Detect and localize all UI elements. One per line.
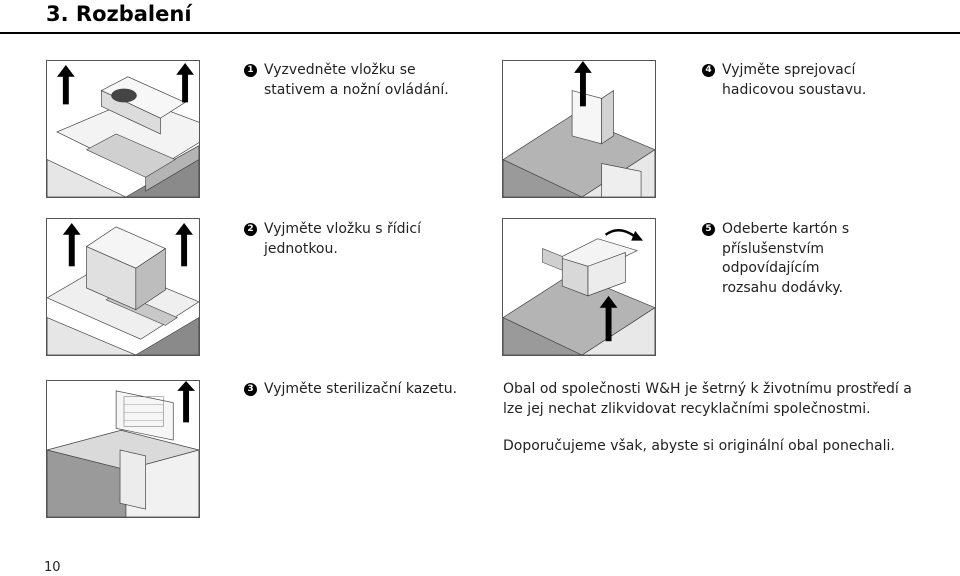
- step-text: Vyjměte sprejovací hadicovou soustavu.: [722, 62, 867, 98]
- box-illustration-4: [503, 61, 655, 197]
- title-rule: [0, 32, 960, 34]
- step-number-badge: 4: [702, 64, 715, 77]
- step-3: 3 Vyjměte sterilizační kazetu.: [244, 380, 484, 400]
- box-illustration-3: [47, 381, 199, 517]
- step-text: Odeberte kartón s příslušenstvím odpovíd…: [722, 221, 850, 296]
- figure-step-2: [46, 218, 200, 356]
- recommend-note: Doporučujeme však, abyste si originální …: [503, 438, 895, 454]
- page-title: 3. Rozbalení: [46, 2, 192, 26]
- step-number-badge: 3: [244, 383, 257, 396]
- eco-note: Obal od společnosti W&H je šetrný k živo…: [503, 381, 912, 417]
- box-illustration-2: [47, 222, 199, 355]
- box-illustration-1: [47, 62, 199, 197]
- step-number-badge: 5: [702, 223, 715, 236]
- step-text: Vyjměte sterilizační kazetu.: [264, 381, 458, 397]
- step-1: 1 Vyzvedněte vložku se stativem a nožní …: [244, 61, 464, 100]
- figure-step-1: [46, 60, 200, 198]
- figure-step-3: [46, 380, 200, 518]
- page-number: 10: [44, 560, 61, 575]
- step-5: 5 Odeberte kartón s příslušenstvím odpov…: [702, 220, 852, 298]
- step-text: Vyzvedněte vložku se stativem a nožní ov…: [264, 62, 449, 98]
- step-2: 2 Vyjměte vložku s řídicí jednotkou.: [244, 220, 434, 259]
- step-number-badge: 2: [244, 223, 257, 236]
- step-4: 4 Vyjměte sprejovací hadicovou soustavu.: [702, 61, 872, 100]
- step-text: Vyjměte vložku s řídicí jednotkou.: [264, 221, 422, 257]
- figure-step-5: [502, 218, 656, 356]
- figure-step-4: [502, 60, 656, 198]
- step-number-badge: 1: [244, 64, 257, 77]
- box-illustration-5: [503, 229, 655, 355]
